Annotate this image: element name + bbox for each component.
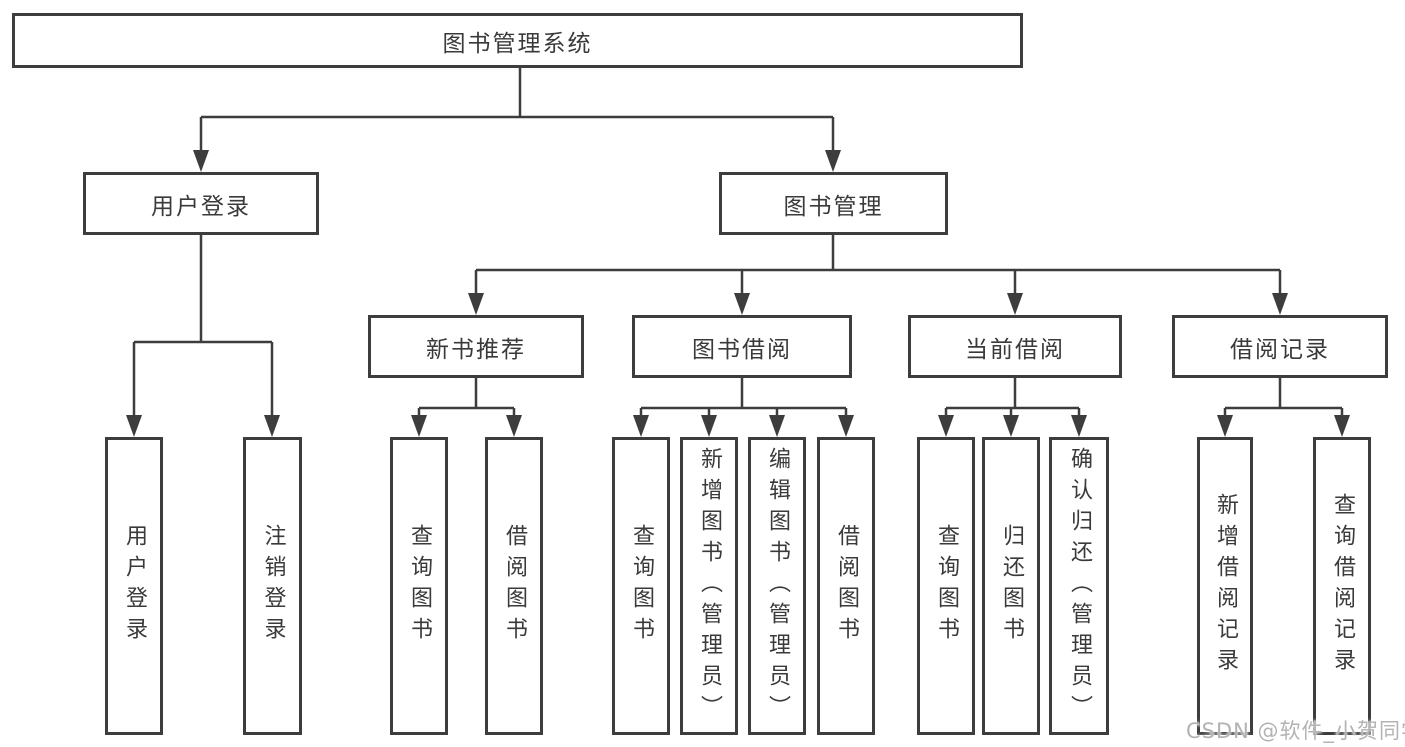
node-label: 图书借阅 [692, 336, 792, 363]
leaf-query-books-borrowing: 查询图书 [612, 437, 670, 735]
leaf-return-book: 归还图书 [982, 437, 1040, 735]
csdn-watermark: CSDN @软件_小贺同学 [1186, 719, 1405, 743]
node-label: 查询图书 [407, 524, 432, 648]
leaf-logout: 注销登录 [243, 437, 302, 735]
node-label: 注销登录 [260, 524, 286, 648]
node-book-management: 图书管理 [719, 172, 948, 235]
node-label: 借阅图书 [834, 524, 859, 648]
node-current-borrowing: 当前借阅 [908, 315, 1122, 378]
leaf-query-books-recommend: 查询图书 [390, 437, 448, 735]
leaf-borrow-books: 借阅图书 [817, 437, 875, 735]
leaf-add-book-admin: 新增图书（管理员） [680, 437, 738, 735]
leaf-query-books-current: 查询图书 [917, 437, 975, 735]
node-label: 借阅记录 [1230, 336, 1330, 363]
node-book-borrowing: 图书借阅 [632, 315, 852, 378]
node-label: 借阅图书 [502, 524, 527, 648]
node-label: 归还图书 [999, 524, 1024, 648]
node-user-login: 用户登录 [83, 172, 319, 235]
node-label: 图书管理 [783, 193, 884, 220]
node-label: 新书推荐 [426, 336, 526, 363]
node-label: 新增图书（管理员） [697, 446, 722, 726]
node-label: 查询借阅记录 [1330, 493, 1355, 679]
node-label: 查询图书 [934, 524, 959, 648]
leaf-user-login: 用户登录 [105, 437, 163, 735]
leaf-confirm-return-admin: 确认归还（管理员） [1049, 437, 1109, 735]
node-label: 用户登录 [151, 193, 251, 220]
leaf-borrow-books-recommend: 借阅图书 [485, 437, 543, 735]
node-label: 编辑图书（管理员） [765, 446, 790, 726]
node-label: 用户登录 [122, 524, 147, 648]
node-label: 确认归还（管理员） [1067, 446, 1092, 726]
leaf-add-borrow-record: 新增借阅记录 [1197, 437, 1253, 735]
leaf-query-borrow-record: 查询借阅记录 [1313, 437, 1371, 735]
node-label: 新增借阅记录 [1213, 493, 1238, 679]
node-label: 图书管理系统 [442, 30, 593, 57]
node-borrowing-records: 借阅记录 [1172, 315, 1388, 378]
node-new-book-recommendation: 新书推荐 [368, 315, 584, 378]
node-label: 当前借阅 [965, 336, 1065, 363]
arrowheads [126, 150, 1350, 437]
node-label: 查询图书 [629, 524, 654, 648]
node-library-management-system: 图书管理系统 [12, 13, 1023, 68]
leaf-edit-book-admin: 编辑图书（管理员） [748, 437, 806, 735]
